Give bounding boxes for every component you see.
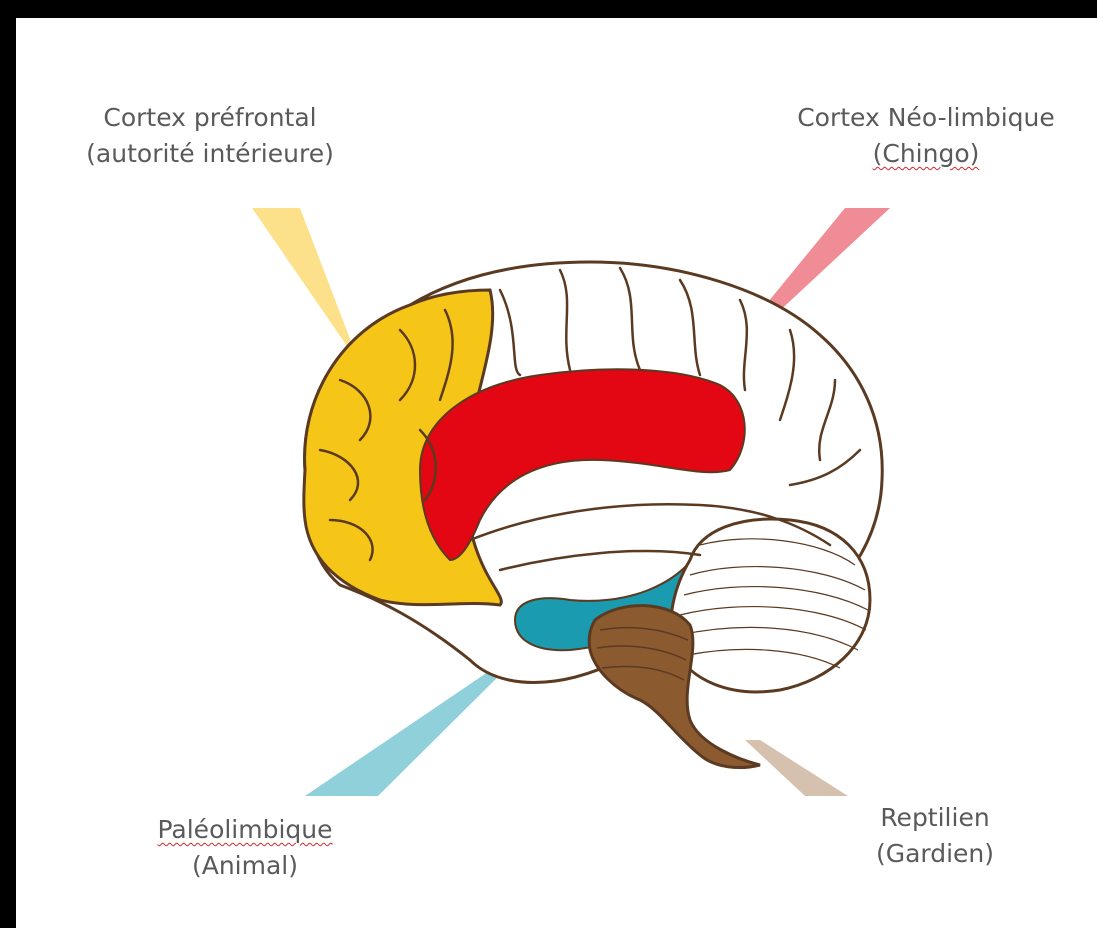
paleolimbic-title: Paléolimbique (100, 812, 390, 848)
paleolimbic-label: Paléolimbique (Animal) (100, 812, 390, 884)
reptilian-subtitle: (Gardien) (825, 836, 1045, 872)
prefrontal-title: Cortex préfrontal (55, 100, 365, 136)
reptilian-label: Reptilien (Gardien) (825, 800, 1045, 872)
prefrontal-pointer (252, 208, 360, 365)
reptilian-pointer (745, 740, 848, 796)
neolimbic-title: Cortex Néo-limbique (755, 100, 1097, 136)
paleolimbic-subtitle: (Animal) (100, 848, 390, 884)
reptilian-title: Reptilien (825, 800, 1045, 836)
neolimbic-label: Cortex Néo-limbique (Chingo) (755, 100, 1097, 172)
prefrontal-label: Cortex préfrontal (autorité intérieure) (55, 100, 365, 172)
prefrontal-subtitle: (autorité intérieure) (55, 136, 365, 172)
neolimbic-subtitle: (Chingo) (755, 136, 1097, 172)
